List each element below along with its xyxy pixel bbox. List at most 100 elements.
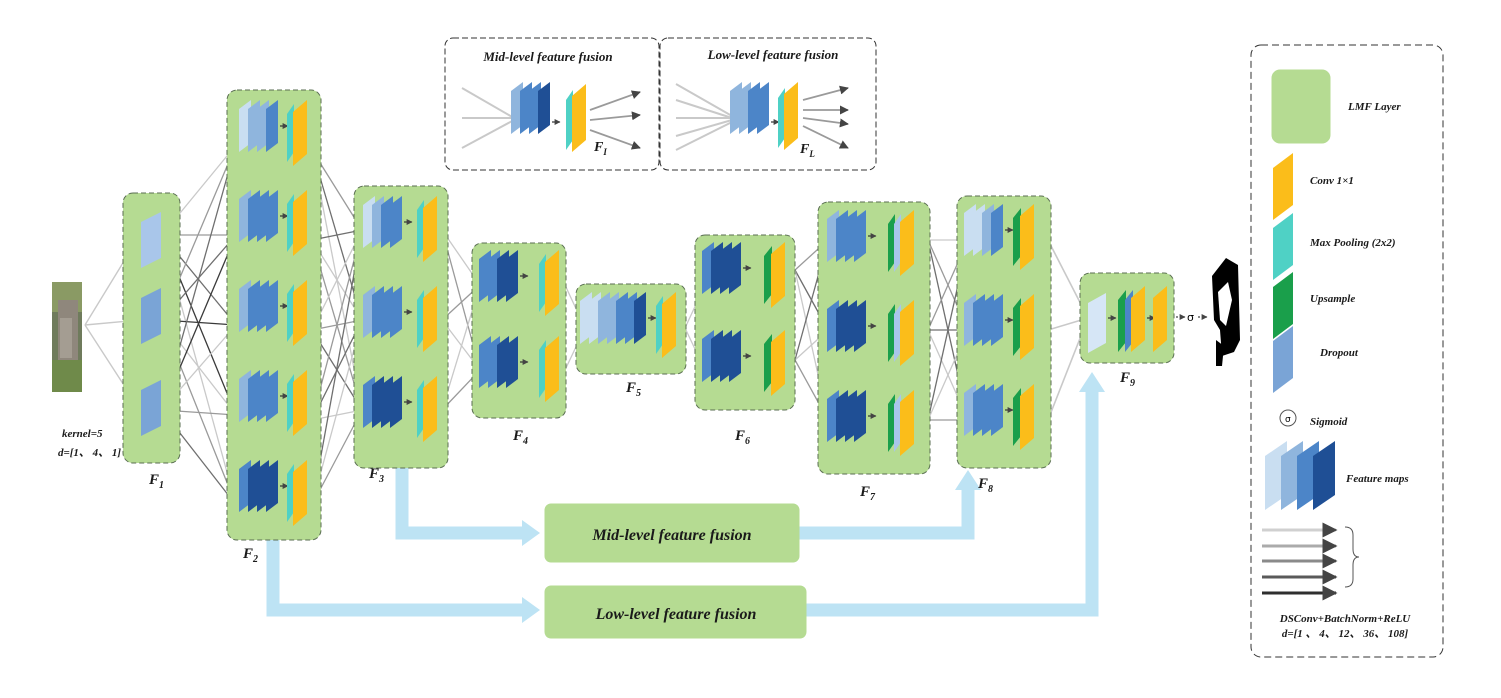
feature-map <box>991 294 1003 346</box>
legend-dsconv-dilation: d=[1 、 4、 12、 36、 108] <box>1282 628 1409 640</box>
feature-map <box>266 460 278 512</box>
legend-lmf-swatch <box>1271 69 1331 144</box>
maxpool-slab <box>778 88 785 148</box>
legend-conv-swatch <box>1273 153 1293 220</box>
legend-box <box>1250 44 1444 658</box>
maxpool-slab <box>656 296 663 354</box>
maxpool-slab <box>539 340 546 398</box>
maxpool-slab <box>287 104 294 162</box>
inset-mid-stack <box>511 82 586 152</box>
feature-map-stack <box>964 204 1003 256</box>
feature-map-stack <box>239 370 278 422</box>
maxpool-slab <box>539 254 546 312</box>
maxpool-slab <box>566 90 573 150</box>
stage-labels: F1 F2 F3 F4 F5 F6 F7 F8 F9 <box>148 370 1135 565</box>
conv-slab <box>1153 286 1167 352</box>
output-sigma: σ <box>1187 311 1194 324</box>
stage-label-f5: F5 <box>625 380 641 399</box>
stage-label-f9: F9 <box>1119 370 1135 389</box>
inset-low-symbol: FL <box>799 142 815 159</box>
feature-map <box>390 376 402 428</box>
conv-slab <box>900 300 914 366</box>
maxpool-slab <box>417 200 424 258</box>
dropout-map <box>141 212 161 268</box>
feature-map-stack <box>479 250 518 302</box>
low-fusion-box <box>544 585 807 639</box>
upsample-slab <box>764 334 772 392</box>
feature-map-stack <box>363 376 402 428</box>
feature-map-stack <box>511 82 550 134</box>
f2-block <box>239 460 307 526</box>
inset-line <box>675 121 733 151</box>
mid-fusion-box <box>544 503 800 563</box>
feature-map <box>991 204 1003 256</box>
conv-slab <box>423 196 437 262</box>
legend-maxpool-label: Max Pooling (2x2) <box>1309 237 1396 249</box>
f7-block <box>827 210 914 276</box>
mid-skip-out <box>799 488 975 540</box>
inset-mid-box <box>444 37 660 171</box>
conv-slab <box>293 370 307 436</box>
stage-label-f2: F2 <box>242 546 258 565</box>
feature-map-stack <box>827 300 866 352</box>
f7-block <box>827 300 914 366</box>
f1-block-3 <box>141 380 161 436</box>
inset-line <box>802 125 849 149</box>
conv-slab <box>293 100 307 166</box>
feature-map-stack <box>239 190 278 242</box>
maxpool-slab <box>287 194 294 252</box>
feature-map-stack <box>580 292 646 344</box>
maxpool-slab <box>417 290 424 348</box>
f2-block <box>239 100 307 166</box>
f4-block <box>479 250 559 316</box>
inset-line <box>461 87 515 119</box>
conv-slab <box>771 242 785 308</box>
maxpool-slab <box>287 374 294 432</box>
feature-map <box>266 100 278 152</box>
feature-map <box>729 242 741 294</box>
f3-block <box>363 376 437 442</box>
legend-sigmoid-label: Sigmoid <box>1310 416 1348 428</box>
upsample-slab <box>888 394 895 452</box>
inset-artwork <box>461 82 849 152</box>
f3-block <box>363 196 437 262</box>
f1-block-1 <box>141 212 161 268</box>
feature-map-stack <box>363 286 402 338</box>
feature-map <box>266 280 278 332</box>
f6-block <box>702 242 785 308</box>
upsample-slab <box>1013 388 1021 446</box>
inset-line <box>802 117 849 128</box>
feature-map-stack <box>702 330 741 382</box>
conv-slab <box>1020 384 1034 450</box>
feature-map <box>854 210 866 262</box>
legend: LMF Layer Conv 1×1 Max Pooling (2x2) Ups… <box>1250 44 1444 658</box>
dropout-map <box>141 380 161 436</box>
f8-block <box>964 384 1034 450</box>
inset-mid-title: Mid-level feature fusion <box>482 49 612 64</box>
stage-label-f8: F8 <box>977 476 993 495</box>
legend-dropout-swatch <box>1273 326 1293 393</box>
inset-low-stack <box>730 82 798 150</box>
conv-slab <box>572 84 586 152</box>
conv-slab <box>545 250 559 316</box>
inset-line <box>675 83 733 117</box>
legend-upsample-label: Upsample <box>1310 293 1355 305</box>
conv-slab <box>293 460 307 526</box>
mid-skip-out-head <box>955 470 981 490</box>
feature-map <box>991 384 1003 436</box>
feature-map-stack <box>827 210 866 262</box>
lmf-layers <box>122 89 1175 541</box>
inset-line <box>675 119 733 137</box>
feature-map <box>729 330 741 382</box>
legend-dsconv-arrows <box>1262 522 1338 601</box>
inset-line <box>589 90 641 111</box>
legend-dropout-label: Dropout <box>1319 347 1359 359</box>
output-branch: σ <box>1176 258 1240 368</box>
feature-map <box>266 370 278 422</box>
dilation-label: d=[1、 4、 1] <box>58 447 121 459</box>
feature-map <box>634 292 646 344</box>
stage-label-f3: F3 <box>368 466 384 485</box>
f2-block <box>239 280 307 346</box>
dropout-slab <box>894 304 901 362</box>
